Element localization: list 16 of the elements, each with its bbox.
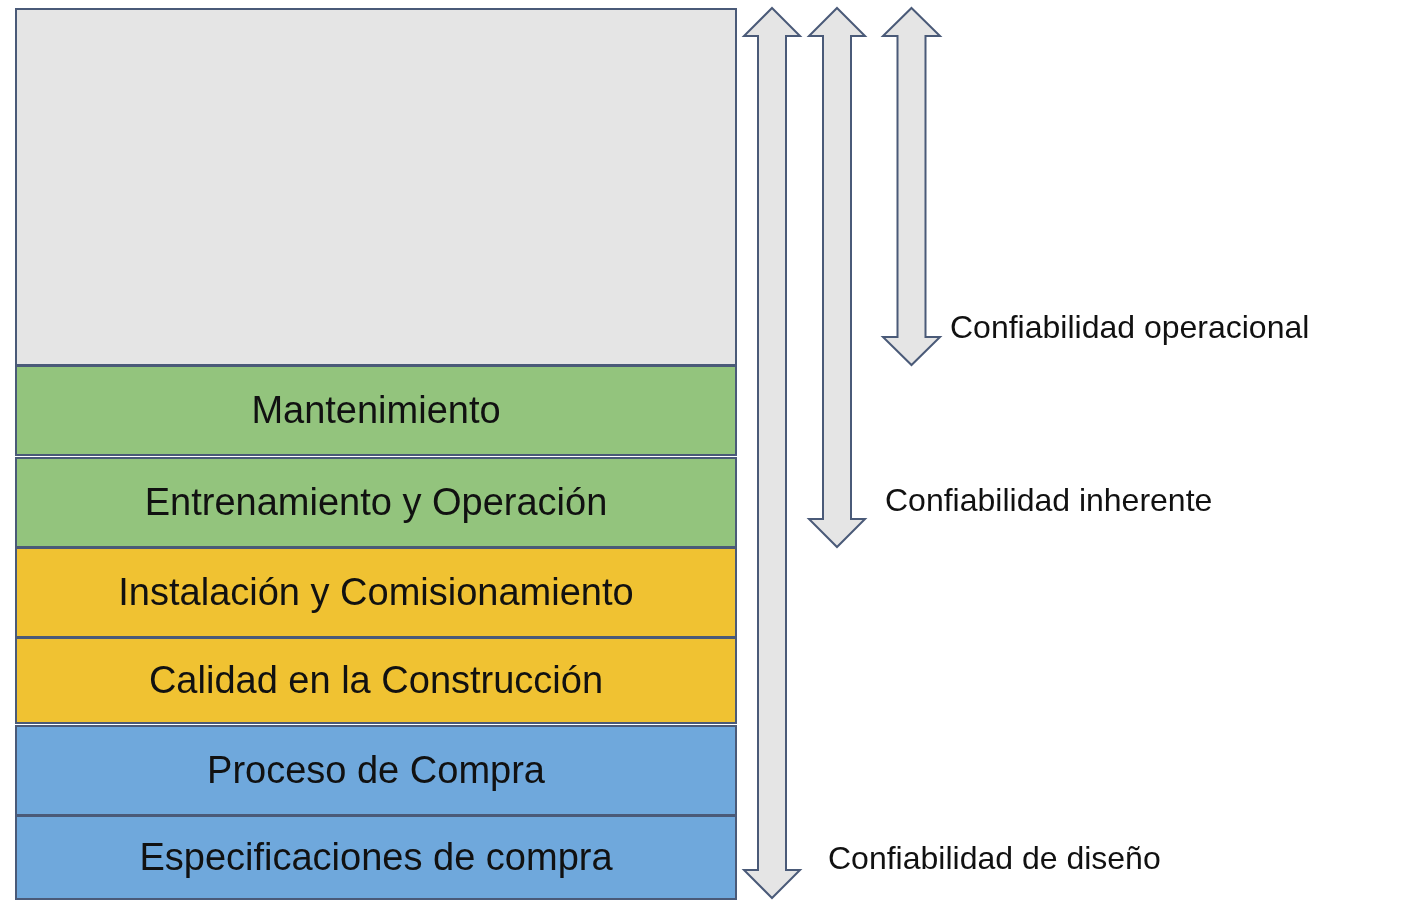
layer-band (15, 637, 737, 724)
layer-band (15, 547, 737, 638)
layer-band (15, 457, 737, 548)
layer-label: Proceso de Compra (207, 749, 545, 792)
layer-label: Especificaciones de compra (139, 836, 613, 879)
layer-label: Instalación y Comisionamiento (118, 571, 634, 614)
layer-label: Mantenimiento (251, 389, 501, 432)
empty-panel (15, 8, 737, 366)
layer-band (15, 725, 737, 816)
layer-label: Entrenamiento y Operación (144, 481, 608, 524)
range-label: Confiabilidad inherente (885, 481, 1213, 519)
layer-label: Calidad en la Construcción (148, 659, 604, 702)
layer-band (15, 365, 737, 456)
layer-band (15, 815, 737, 900)
range-label: Confiabilidad de diseño (828, 839, 1161, 877)
range-label: Confiabilidad operacional (950, 308, 1310, 346)
